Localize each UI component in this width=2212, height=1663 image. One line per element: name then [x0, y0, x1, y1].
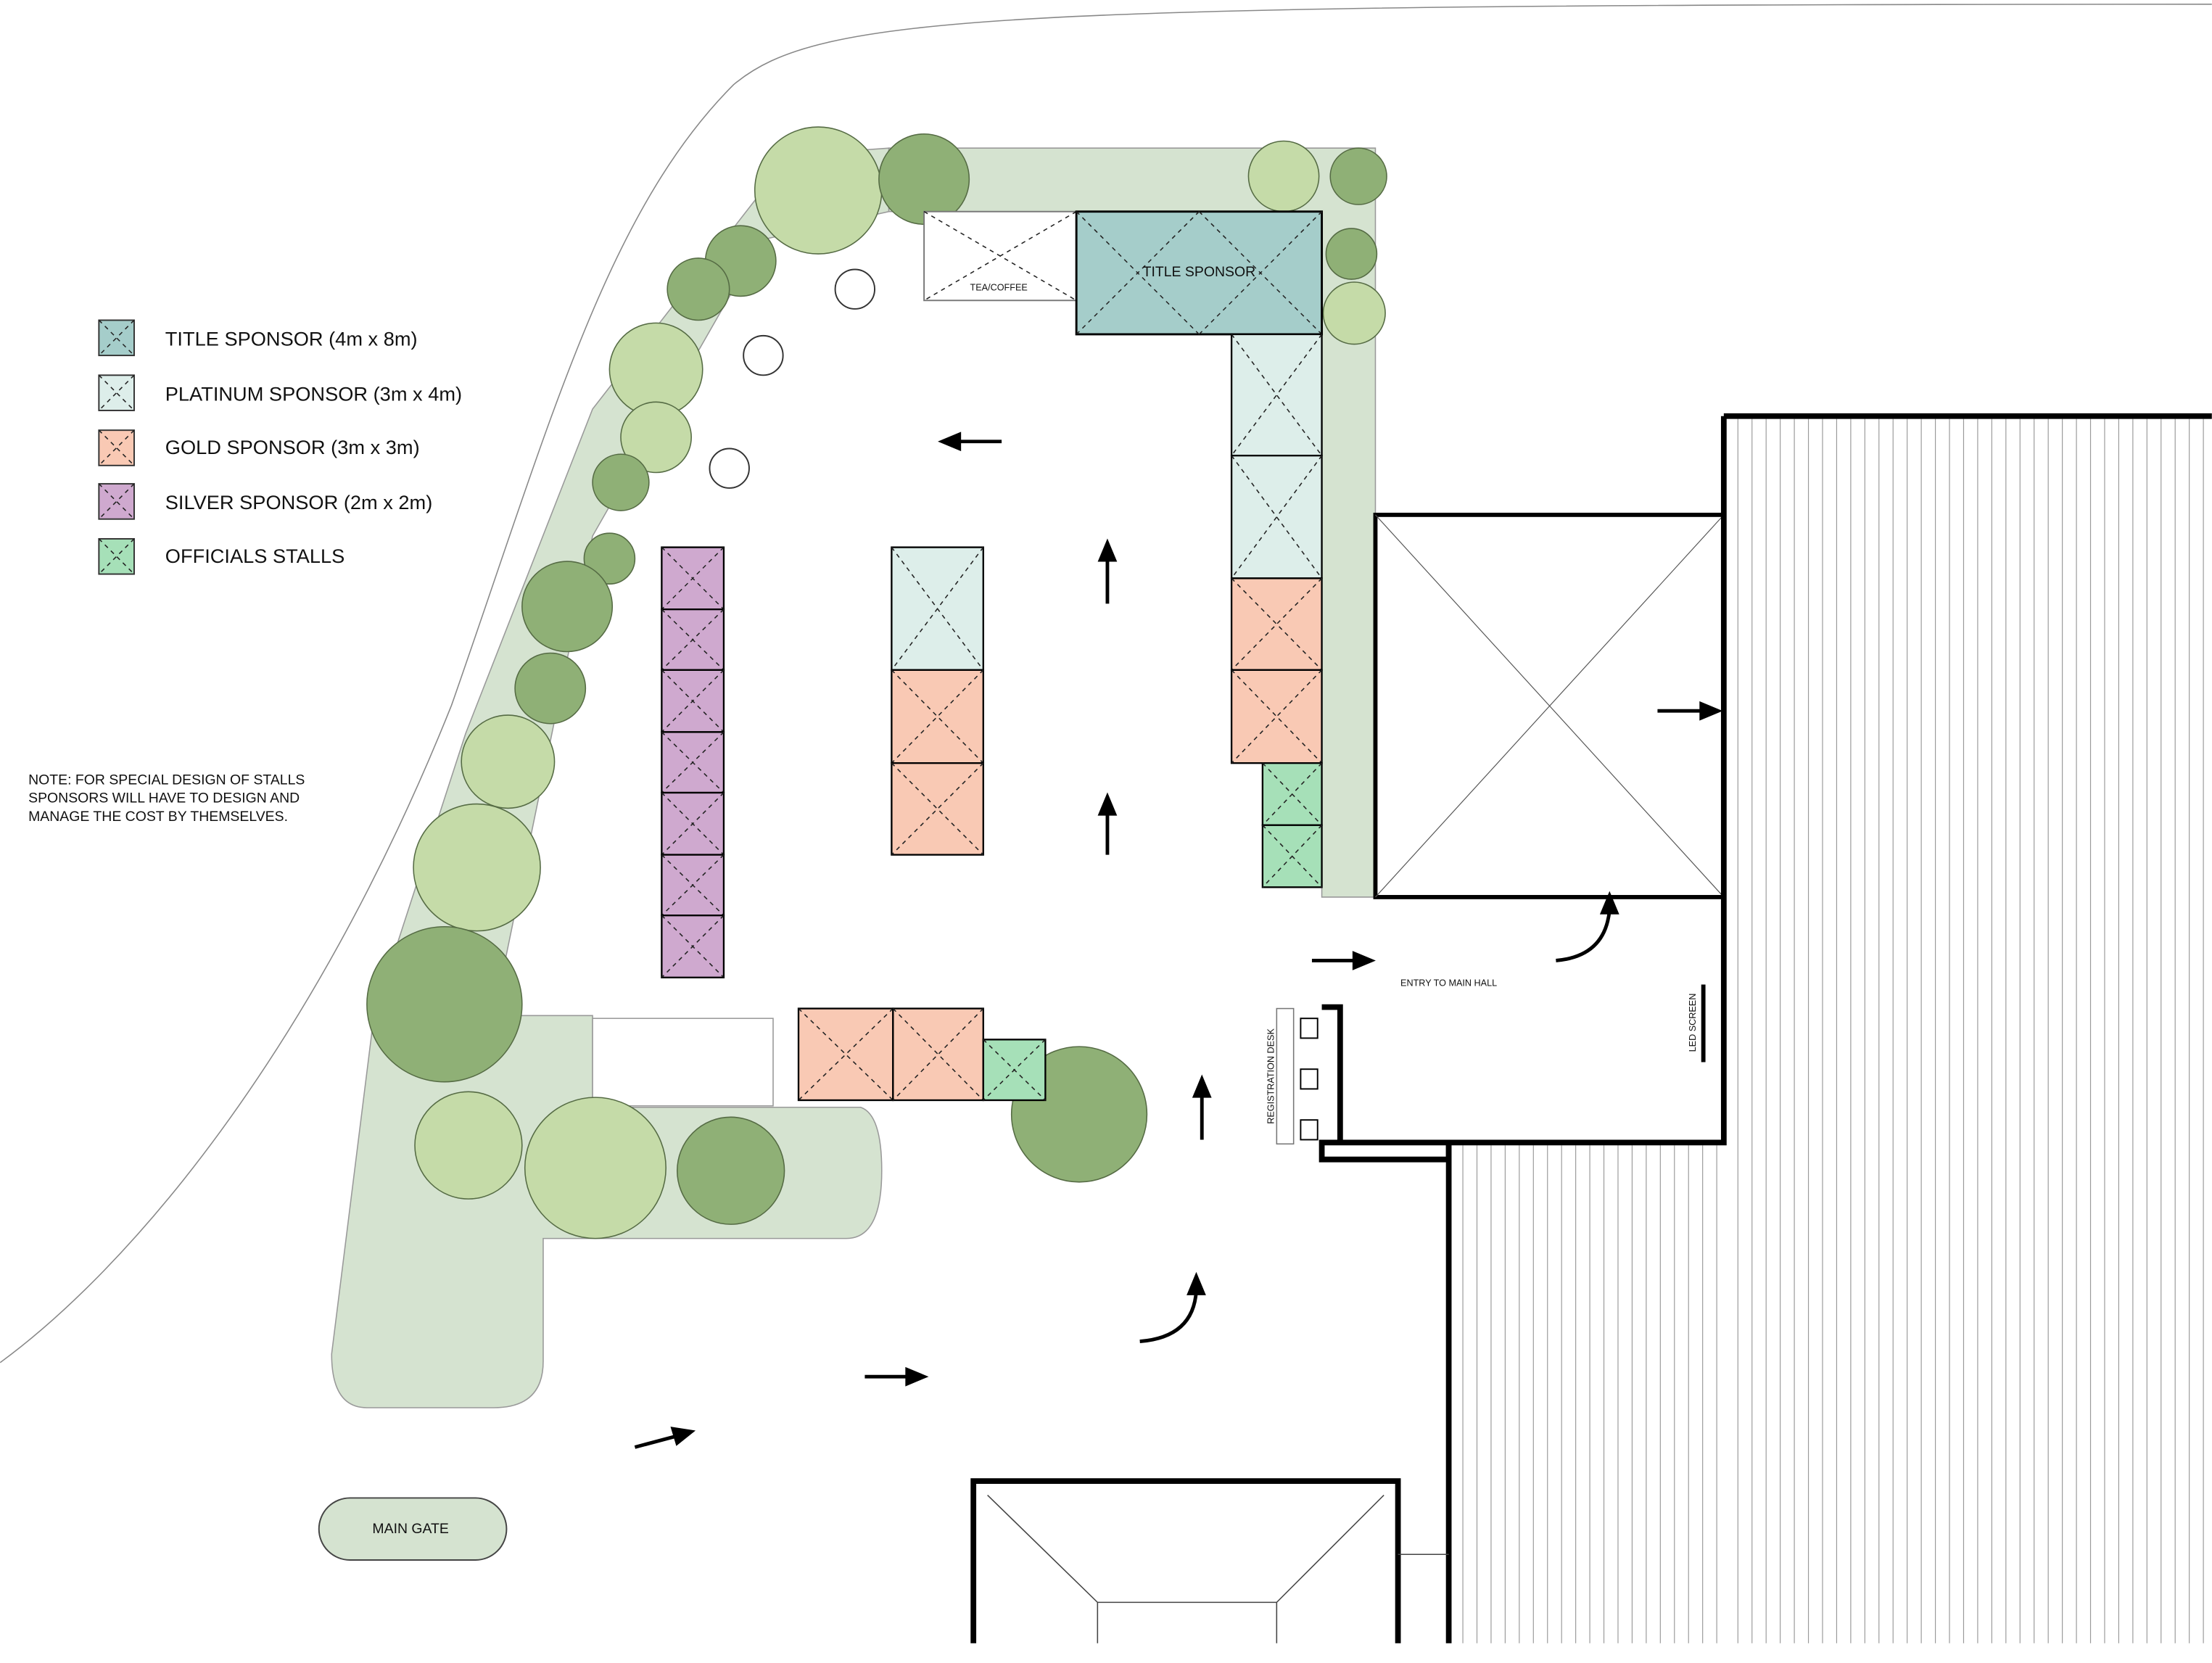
note: NOTE: FOR SPECIAL DESIGN OF STALLS SPONS…: [28, 772, 305, 825]
title-sponsor-stall: TITLE SPONSOR: [1075, 210, 1324, 336]
note-line: MANAGE THE COST BY THEMSELVES.: [28, 809, 288, 825]
legend-label: PLATINUM SPONSOR (3m x 4m): [165, 382, 462, 405]
tea-coffee-label: TEA/COFFEE: [970, 283, 1028, 293]
title-sponsor-label: TITLE SPONSOR: [1143, 264, 1256, 280]
legend-item-title: TITLE SPONSOR (4m x 8m): [98, 319, 418, 357]
legend-label: SILVER SPONSOR (2m x 2m): [165, 491, 433, 513]
main-gate: MAIN GATE: [318, 1497, 508, 1561]
legend-item-gold: GOLD SPONSOR (3m x 3m): [98, 429, 420, 466]
legend-item-officials: OFFICIALS STALLS: [98, 537, 345, 575]
entry-label: ENTRY TO MAIN HALL: [1400, 978, 1497, 988]
led-label: LED SCREEN: [1688, 994, 1698, 1052]
registration-desk: REGISTRATION DESK: [1266, 1007, 1318, 1145]
registration-label: REGISTRATION DESK: [1266, 1028, 1276, 1124]
building-hatch: [1462, 418, 2204, 1643]
stalls: [661, 333, 1323, 1102]
trees: [366, 126, 1387, 1239]
main-gate-label: MAIN GATE: [372, 1521, 449, 1537]
legend-label: GOLD SPONSOR (3m x 3m): [165, 436, 420, 458]
tea-coffee-stall: TEA/COFFEE: [923, 210, 1078, 302]
legend-label: TITLE SPONSOR (4m x 8m): [165, 327, 418, 350]
lower-building: [970, 1478, 1449, 1643]
note-line: NOTE: FOR SPECIAL DESIGN OF STALLS: [28, 772, 305, 788]
note-line: SPONSORS WILL HAVE TO DESIGN AND: [28, 791, 300, 806]
legend-item-silver: SILVER SPONSOR (2m x 2m): [98, 483, 433, 520]
legend: TITLE SPONSOR (4m x 8m) PLATINUM SPONSOR…: [98, 319, 462, 575]
legend-label: OFFICIALS STALLS: [165, 545, 345, 567]
legend-item-platinum: PLATINUM SPONSOR (3m x 4m): [98, 374, 462, 411]
led-screen: LED SCREEN: [1688, 984, 1706, 1062]
site-boundary: [0, 4, 2212, 1363]
flow-arrows: [634, 432, 1723, 1449]
cafe-tables: [709, 268, 876, 489]
main-hall: [1318, 413, 2212, 1643]
